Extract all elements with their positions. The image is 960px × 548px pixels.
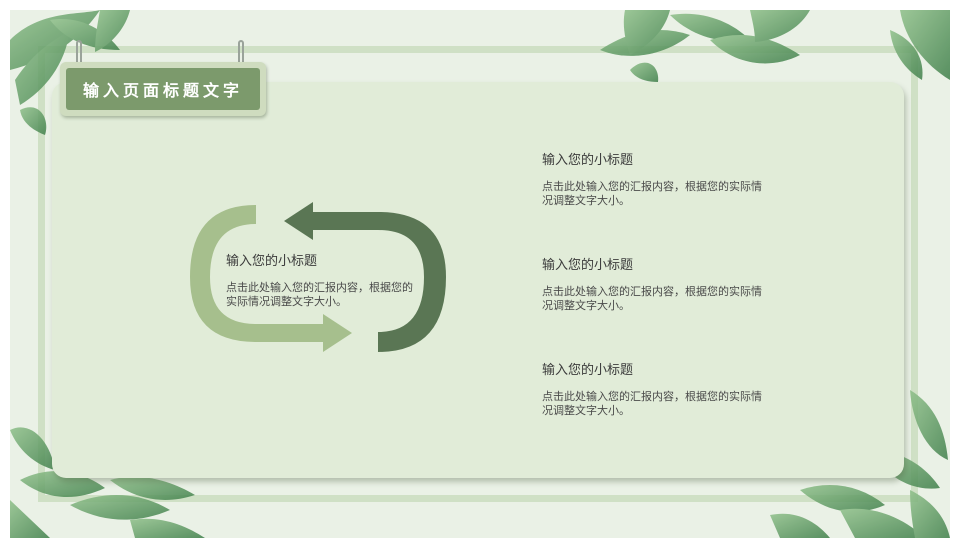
circular-arrows-icon — [190, 202, 446, 352]
right-body-1: 点击此处输入您的汇报内容，根据您的实际情况调整文字大小。 — [542, 180, 762, 207]
page-title-tag: 输入页面标题文字 — [60, 62, 266, 116]
outer-frame — [38, 46, 918, 502]
center-heading: 输入您的小标题 — [226, 254, 318, 269]
page-title-bar: 输入页面标题文字 — [66, 68, 260, 110]
tropical-leaf-icon — [10, 10, 130, 135]
right-heading-1: 输入您的小标题 — [542, 153, 634, 168]
right-heading-2: 输入您的小标题 — [542, 258, 634, 273]
right-text-block-1: 输入您的小标题 点击此处输入您的汇报内容，根据您的实际情况调整文字大小。 — [542, 149, 762, 208]
right-text-block-2: 输入您的小标题 点击此处输入您的汇报内容，根据您的实际情况调整文字大小。 — [542, 254, 762, 313]
right-body-2: 点击此处输入您的汇报内容，根据您的实际情况调整文字大小。 — [542, 285, 762, 312]
leaf-decoration — [10, 10, 950, 538]
arrow-light — [190, 205, 352, 352]
center-body: 点击此处输入您的汇报内容，根据您的实际情况调整文字大小。 — [226, 281, 413, 308]
right-heading-3: 输入您的小标题 — [542, 363, 634, 378]
content-card — [52, 82, 904, 478]
arrow-dark — [284, 202, 446, 352]
slide: 输入页面标题文字 输入您的小标题 点击此处输入您的汇报内容，根据您的实际情况调整… — [10, 10, 950, 538]
tropical-leaf-icon — [890, 10, 950, 80]
tropical-leaf-icon — [10, 427, 205, 538]
center-text-block: 输入您的小标题 点击此处输入您的汇报内容，根据您的实际情况调整文字大小。 — [226, 250, 422, 309]
right-text-block-3: 输入您的小标题 点击此处输入您的汇报内容，根据您的实际情况调整文字大小。 — [542, 359, 762, 418]
tropical-leaf-icon — [600, 10, 810, 82]
page-title: 输入页面标题文字 — [82, 81, 243, 100]
right-body-3: 点击此处输入您的汇报内容，根据您的实际情况调整文字大小。 — [542, 390, 762, 417]
